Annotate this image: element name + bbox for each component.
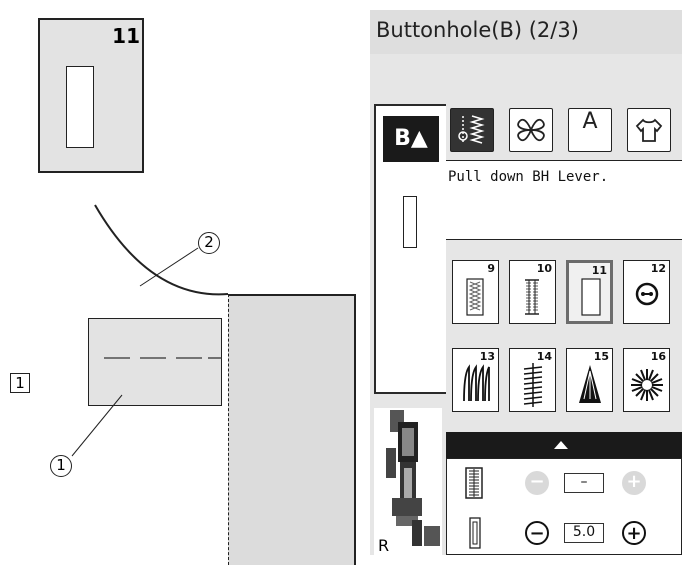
upper-band — [370, 54, 682, 104]
pattern-13-button[interactable]: 13 — [452, 348, 499, 412]
pattern-number: 9 — [487, 262, 495, 275]
pattern-card: 11 — [38, 18, 144, 173]
pattern-14-button[interactable]: 14 — [509, 348, 556, 412]
clothing-tab[interactable] — [627, 108, 671, 152]
pattern-12-button[interactable]: 12 — [623, 260, 670, 324]
shirt-icon — [635, 118, 663, 142]
pattern-11-button[interactable]: 11 — [566, 260, 613, 324]
presser-foot-panel: R — [374, 408, 442, 555]
width-increase-button[interactable]: + — [622, 471, 646, 495]
pattern-number: 14 — [536, 350, 552, 363]
step-box: 1 — [10, 373, 30, 393]
settings-panel: − – + − 5.0 + — [446, 458, 682, 555]
stitch-adjust-icon — [458, 115, 485, 144]
pattern-10-button[interactable]: 10 — [509, 260, 556, 324]
buttonhole-outline — [66, 66, 94, 148]
settings-panel-toggle[interactable] — [446, 432, 682, 458]
pattern-16-button[interactable]: 16 — [623, 348, 670, 412]
eyelet-star-16-icon — [631, 369, 663, 401]
buttonhole-mode-badge[interactable]: B▲ — [383, 116, 439, 162]
pattern-number: 12 — [650, 262, 666, 275]
buttonhole-11-icon — [581, 278, 601, 316]
buttonhole-9-icon — [466, 278, 484, 316]
decorative-tab[interactable] — [509, 108, 553, 152]
pattern-15-button[interactable]: 15 — [566, 348, 613, 412]
length-value: 5.0 — [564, 523, 604, 543]
buttonhole-10-icon — [525, 279, 539, 315]
pattern-card-number: 11 — [112, 24, 140, 48]
presser-foot-label: R — [378, 536, 390, 555]
length-decrease-button[interactable]: − — [525, 521, 549, 545]
pattern-number: 10 — [536, 262, 552, 275]
fabric-edge — [228, 294, 356, 565]
buttonhole-preview — [403, 196, 417, 248]
length-increase-button[interactable]: + — [622, 521, 646, 545]
callout-2: 2 — [198, 232, 220, 254]
pattern-number: 16 — [650, 350, 666, 363]
arrow-tack-15-icon — [579, 365, 601, 403]
stitch-width-icon — [465, 467, 483, 499]
mode-column: B▲ — [374, 104, 446, 394]
pattern-number: 11 — [591, 264, 607, 277]
pattern-number: 13 — [479, 350, 495, 363]
screen-title: Buttonhole(B) (2/3) — [376, 18, 579, 42]
presser-foot-r-icon — [386, 410, 440, 546]
pattern-9-button[interactable]: 9 — [452, 260, 499, 324]
callout-1: 1 — [50, 455, 72, 477]
satin-13-icon — [463, 364, 490, 402]
width-value: – — [564, 473, 604, 493]
stitch-length-icon — [469, 517, 481, 549]
decorative-stitch-icon — [517, 118, 545, 142]
message-area: Pull down BH Lever. — [446, 160, 682, 240]
pattern-area: A Pull down BH Lever. 9 10 — [446, 104, 682, 434]
fabric-patch — [88, 318, 222, 406]
stitch-adjust-tab[interactable] — [450, 108, 494, 152]
letters-tab[interactable]: A — [568, 108, 612, 152]
machine-screen: Buttonhole(B) (2/3) B▲ A Pull down BH Le… — [370, 10, 682, 555]
title-bar: Buttonhole(B) (2/3) — [370, 10, 682, 54]
width-decrease-button[interactable]: − — [525, 471, 549, 495]
bartack-14-icon — [523, 363, 543, 407]
eyelet-12-icon — [635, 282, 659, 306]
chevron-up-icon — [554, 441, 568, 449]
instruction-message: Pull down BH Lever. — [448, 169, 609, 185]
pattern-number: 15 — [593, 350, 609, 363]
